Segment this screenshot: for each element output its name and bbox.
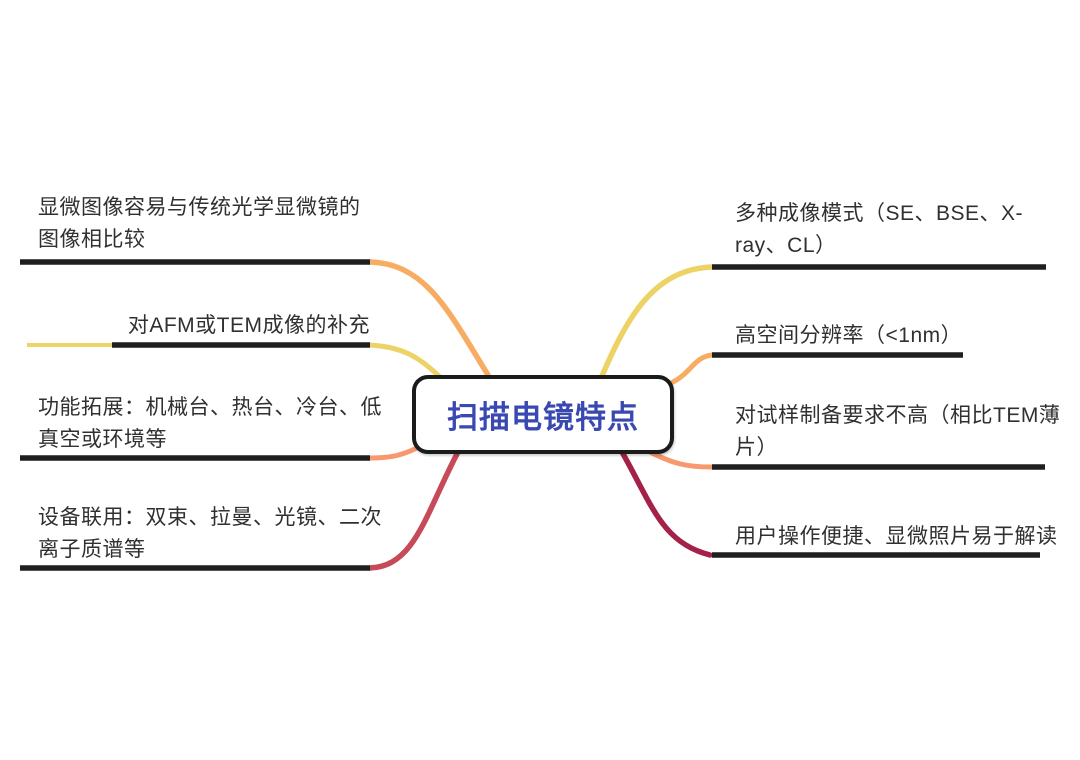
branch-curve-right-3	[647, 449, 715, 470]
branch-node-left-2[interactable]: 对AFM或TEM成像的补充	[127, 314, 370, 337]
central-node-title: 扫描电镜特点	[447, 400, 639, 435]
branch-curve-left-2	[367, 342, 443, 380]
branch-node-right-3[interactable]: 对试样制备要求不高（相比TEM薄片）	[735, 404, 1061, 459]
branch-curve-left-1	[367, 259, 491, 378]
branch-curve-right-4	[619, 449, 713, 558]
branch-node-right-2[interactable]: 高空间分辨率（<1nm）	[735, 324, 963, 347]
branch-node-right-4[interactable]: 用户操作便捷、显微照片易于解读	[735, 525, 1058, 548]
central-node[interactable]: 扫描电镜特点	[412, 375, 674, 454]
branch-node-left-1[interactable]: 显微图像容易与传统光学显微镜的图像相比较	[38, 196, 361, 251]
branch-node-right-1[interactable]: 多种成像模式（SE、BSE、X-ray、CL）	[735, 202, 1024, 257]
branch-curve-left-3	[367, 445, 420, 461]
branch-node-left-4[interactable]: 设备联用：双束、拉曼、光镜、二次离子质谱等	[38, 506, 382, 561]
branch-node-left-3[interactable]: 功能拓展：机械台、热台、冷台、低真空或环境等	[38, 396, 382, 451]
branch-curve-left-4	[367, 449, 461, 571]
branch-curve-right-1	[599, 264, 715, 379]
branch-curve-right-2	[670, 352, 715, 385]
